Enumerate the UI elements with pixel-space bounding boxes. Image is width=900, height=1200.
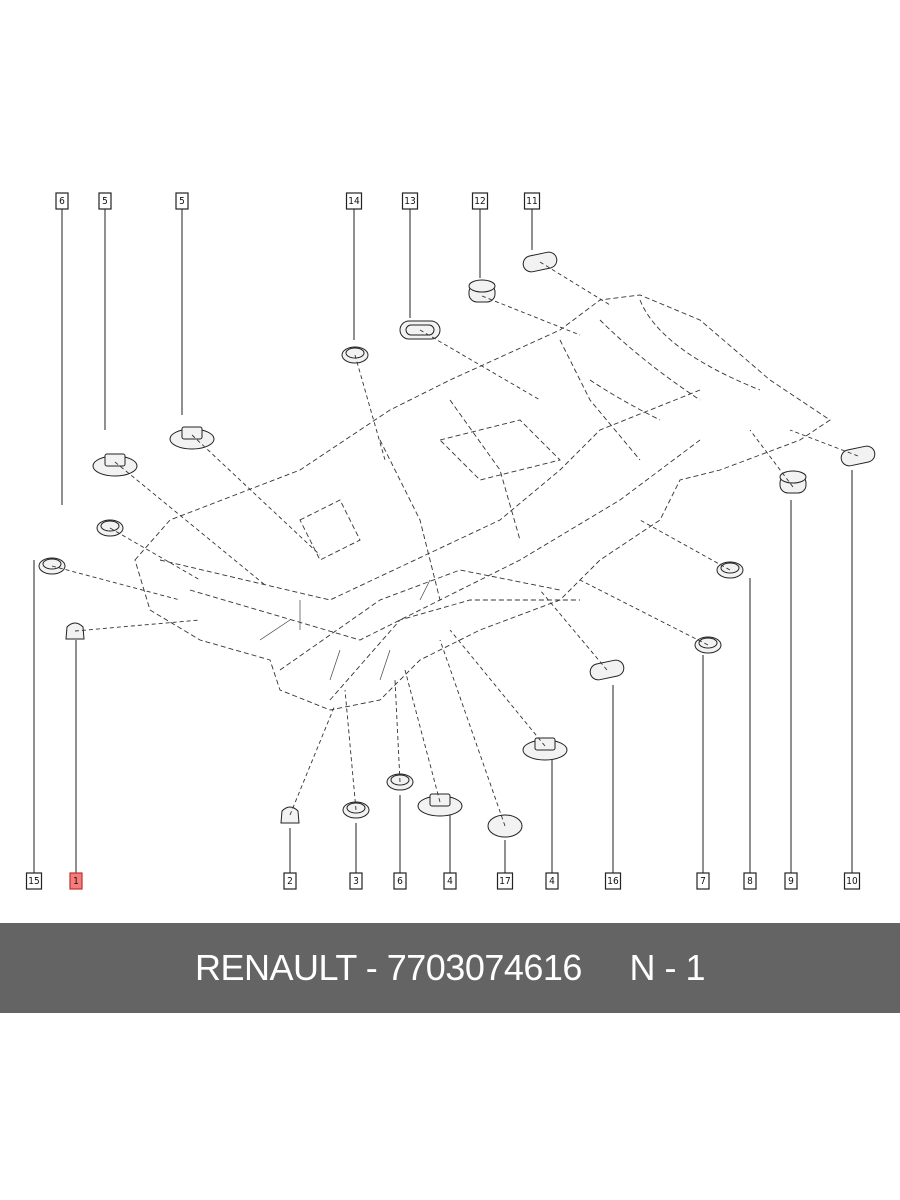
vehicle-underbody-outline (134, 294, 831, 711)
callout-label: 12 (474, 196, 485, 207)
part-cap-12 (468, 279, 496, 303)
callout-label: 9 (788, 876, 794, 887)
part-clip-4 (417, 793, 463, 817)
dashed-leader (419, 329, 541, 401)
dashed-leader (789, 429, 859, 457)
callout-label: 3 (353, 876, 359, 887)
callout-5[interactable]: 5 (175, 192, 189, 210)
callout-11[interactable]: 11 (523, 192, 541, 210)
banner-text: RENAULT - 7703074616 N - 1 (195, 947, 705, 989)
callout-6[interactable]: 6 (393, 872, 407, 890)
dashed-leader (344, 689, 357, 811)
callout-6[interactable]: 6 (55, 192, 69, 210)
callout-16[interactable]: 16 (604, 872, 622, 890)
leader-dashes (51, 261, 859, 827)
callout-label: 17 (499, 876, 510, 887)
callout-15[interactable]: 15 (25, 872, 43, 890)
callout-label: 14 (348, 196, 360, 207)
dashed-leader (74, 619, 201, 632)
dashed-leader (191, 434, 321, 556)
callout-label: 2 (287, 876, 293, 887)
dashed-leader (354, 354, 386, 461)
dashed-leader (109, 527, 201, 581)
dashed-leader (481, 295, 581, 336)
callout-9[interactable]: 9 (784, 872, 798, 890)
callout-2[interactable]: 2 (283, 872, 297, 890)
callout-8[interactable]: 8 (743, 872, 757, 890)
callout-label: 8 (747, 876, 753, 887)
part-number: 7703074616 (386, 947, 583, 988)
callout-3[interactable]: 3 (349, 872, 363, 890)
callout-12[interactable]: 12 (471, 192, 489, 210)
parts-layer (38, 251, 876, 838)
callout-label: 6 (59, 196, 65, 207)
callout-1-highlighted[interactable]: 1 (69, 872, 83, 890)
callout-label: 10 (846, 876, 858, 887)
callout-label: 4 (549, 876, 555, 887)
callout-17[interactable]: 17 (496, 872, 514, 890)
callout-label: 13 (404, 196, 415, 207)
callout-14[interactable]: 14 (345, 192, 363, 210)
callout-label: 5 (179, 196, 185, 207)
dashed-leader (579, 579, 709, 646)
dashed-leader (289, 704, 336, 816)
part-clip-4 (522, 737, 568, 761)
callout-4[interactable]: 4 (545, 872, 559, 890)
callout-label: 7 (700, 876, 706, 887)
dashed-leader (749, 429, 794, 488)
separator: - (356, 947, 387, 988)
callout-7[interactable]: 7 (696, 872, 710, 890)
part-clip-5 (92, 453, 138, 477)
dashed-leader (394, 679, 401, 783)
dashed-leader (539, 589, 608, 671)
callout-13[interactable]: 13 (401, 192, 419, 210)
callout-4[interactable]: 4 (443, 872, 457, 890)
callout-label: 4 (447, 876, 453, 887)
dashed-leader (639, 519, 731, 571)
callout-10[interactable]: 10 (843, 872, 861, 890)
dashed-leader (114, 461, 266, 586)
callout-label: 1 (73, 876, 79, 887)
callout-label: 6 (397, 876, 403, 887)
callout-label: 5 (102, 196, 108, 207)
callout-label: 15 (28, 876, 39, 887)
dashed-leader (439, 639, 506, 827)
brand-name: RENAULT (195, 947, 357, 988)
callout-label: 11 (526, 196, 537, 207)
callout-5[interactable]: 5 (98, 192, 112, 210)
part-banner: RENAULT - 7703074616 N - 1 (0, 923, 900, 1013)
dashed-leader (404, 669, 441, 803)
dashed-leader (51, 565, 181, 601)
gap (582, 947, 630, 988)
callout-label: 16 (607, 876, 619, 887)
dashed-leader (449, 629, 546, 747)
part-clip-5 (169, 426, 215, 450)
part-cap-9 (779, 470, 807, 494)
position-code: N - 1 (629, 947, 705, 988)
